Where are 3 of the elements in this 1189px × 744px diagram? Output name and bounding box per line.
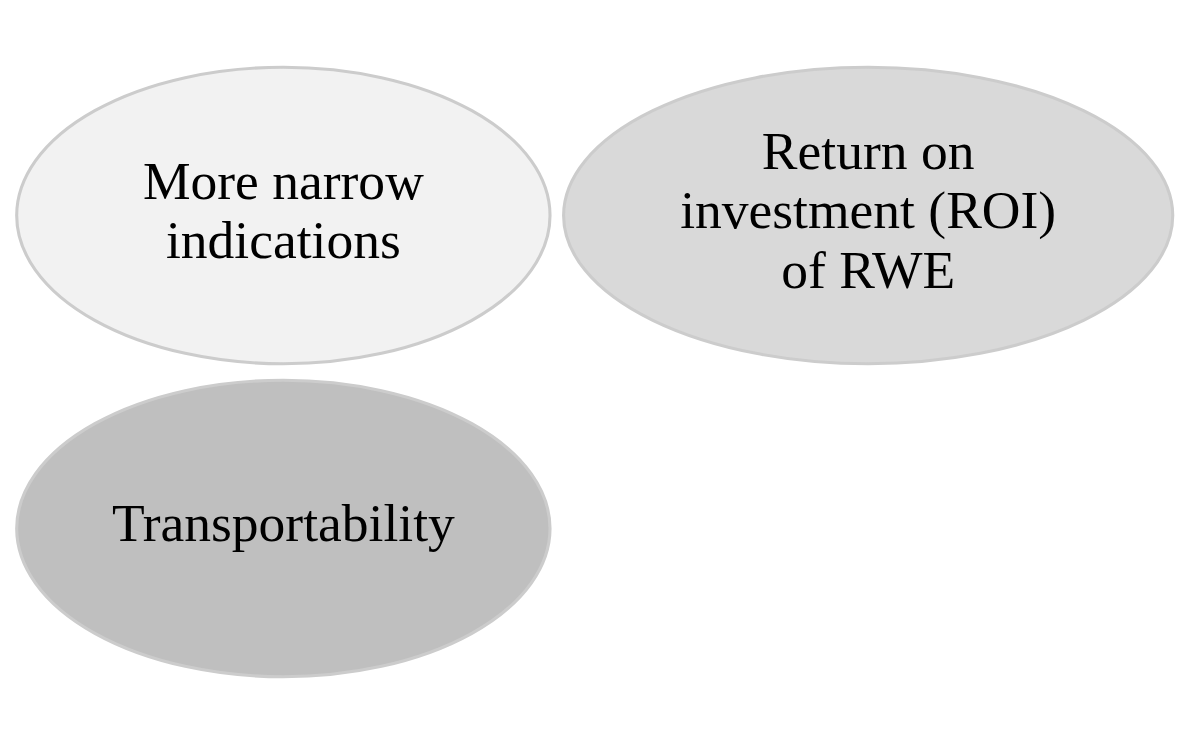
node-ellipse: More narrow indications xyxy=(15,65,552,366)
node-ellipse: Transportability xyxy=(15,378,552,679)
node-ellipse: Return on investment (ROI) of RWE xyxy=(562,65,1175,366)
